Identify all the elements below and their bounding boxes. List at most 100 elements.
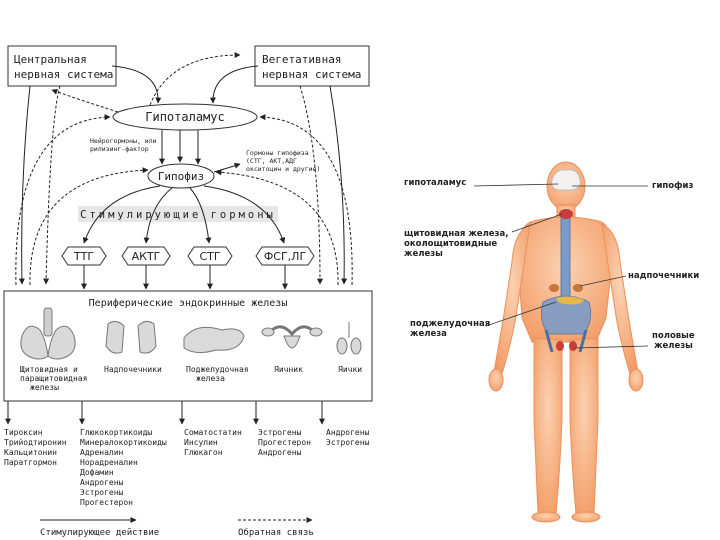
ans-line-2: нервная система xyxy=(262,68,361,81)
feedback-arc-left-2 xyxy=(15,114,111,286)
hormone-lists: ТироксинТрийодтиронинКальцитонинПаратгор… xyxy=(4,428,370,507)
label-pancreas-2: железа xyxy=(410,329,447,339)
label-pituitary: гипофиз xyxy=(652,181,693,191)
hormone-list-item: Трийодтиронин xyxy=(4,438,67,447)
legend-stim-label: Стимулирующее действие xyxy=(40,528,159,538)
hormone-list-item: Андрогены xyxy=(258,448,302,457)
hormone-box-fsg: ФСГ,ЛГ xyxy=(255,246,315,266)
gland-thyroid-1: Щитовидная и xyxy=(20,365,78,374)
testes-illustration xyxy=(336,322,362,355)
hormone-box-ttg: ТТГ xyxy=(61,246,107,266)
hormone-fsg-label: ФСГ,ЛГ xyxy=(264,250,307,263)
hormone-list-item: Эстрогены xyxy=(258,428,302,437)
ans-long-line xyxy=(329,85,348,285)
body-figure: гипоталамус гипофиз щитовидная железа, о… xyxy=(404,161,699,523)
gonad-right xyxy=(569,341,577,351)
hormone-list-item: Глюкокортикоиды xyxy=(80,428,152,437)
skeleton-hint xyxy=(540,215,592,353)
hormone-list-item: Соматостатин xyxy=(184,428,242,437)
cns-box xyxy=(7,45,117,87)
hormone-list-item: Прогестерон xyxy=(258,438,311,447)
leader-gonads xyxy=(574,345,649,349)
arrow-pit-aktg xyxy=(143,187,173,244)
hormone-list-item: Андрогены xyxy=(80,478,124,487)
hypothalamus-ellipse xyxy=(112,103,258,131)
hormone-list-item: Минералокортикоиды xyxy=(80,438,167,447)
legend-feedback-label: Обратная связь xyxy=(238,527,314,538)
adrenal-left xyxy=(549,284,559,292)
neurohormones-line-1: Нейрогормоны, или xyxy=(90,137,157,145)
label-pancreas-1: поджелудочная xyxy=(410,319,490,329)
peripheral-title: Периферические эндокринные железы xyxy=(89,297,288,309)
hormone-box-aktg: АКТГ xyxy=(121,246,171,266)
stim-hormones-bar xyxy=(78,206,278,222)
pituitary-ellipse xyxy=(147,163,215,189)
gland-pancreas-1: Поджелудочная xyxy=(186,365,249,374)
cns-line-2: нервная система xyxy=(14,68,113,81)
brain-icon xyxy=(551,169,581,191)
pit-hormones-line-1: Гормоны гипофиза xyxy=(246,149,309,157)
ans-box xyxy=(254,45,370,87)
regulation-diagram: Центральная нервная система Вегетативная… xyxy=(3,45,373,538)
hormone-list-item: Инсулин xyxy=(184,438,218,447)
thyroid-organ xyxy=(559,209,573,219)
label-gonads-2: железы xyxy=(654,341,693,351)
hormone-list-item: Эстрогены xyxy=(326,438,370,447)
gland-ovary: Яичник xyxy=(274,365,303,374)
gland-thyroid-2: паращитовидная xyxy=(20,374,87,383)
adrenal-right xyxy=(573,284,583,292)
hormone-list-item: Прогестерон xyxy=(80,498,133,507)
leader-thyroid xyxy=(511,213,563,233)
pancreas-organ xyxy=(556,296,584,305)
arrow-ans-hypothalamus xyxy=(209,65,259,104)
leader-pancreas xyxy=(485,301,557,327)
label-gonads-1: половые xyxy=(652,331,695,341)
cns-line-2nd xyxy=(43,85,61,285)
label-thyroid-1: щитовидная железа, xyxy=(404,229,508,239)
leader-adrenal xyxy=(579,275,627,287)
arrow-pit-stg xyxy=(189,187,212,244)
gonad-left xyxy=(556,341,564,351)
cns-long-line xyxy=(18,85,31,285)
arrow-pit-ttg xyxy=(82,185,161,244)
pit-hormones-line-3: окситоцин и другие) xyxy=(246,165,320,173)
adrenal-illustration xyxy=(105,320,157,354)
neurohormones-line-2: рилизинг-фактор xyxy=(90,145,149,153)
leader-hypothalamus xyxy=(473,183,559,187)
hormone-list-item: Андрогены xyxy=(326,428,370,437)
feedback-arc-left-1 xyxy=(29,167,149,286)
hormone-ttg-label: ТТГ xyxy=(73,250,94,263)
hormone-stg-label: СТГ xyxy=(199,250,220,263)
thyroid-illustration xyxy=(20,307,76,360)
feedback-hypo-cns xyxy=(51,88,119,113)
hormone-list-item: Тироксин xyxy=(4,428,43,437)
ans-line-2nd xyxy=(299,85,323,285)
gland-thyroid-3: железы xyxy=(30,383,59,392)
label-hypothalamus: гипоталамус xyxy=(404,178,466,188)
gland-testes: Яички xyxy=(338,365,362,374)
hormone-list-item: Глюкагон xyxy=(184,448,223,457)
hormone-list-item: Кальцитонин xyxy=(4,448,57,457)
arrow-pit-fsg xyxy=(203,185,286,244)
hormone-list-item: Адреналин xyxy=(80,448,124,457)
hormone-aktg-label: АКТГ xyxy=(132,250,161,263)
ans-line-1: Вегетативная xyxy=(262,53,341,66)
hormone-list-item: Норадреналин xyxy=(80,458,138,467)
label-thyroid-3: железы xyxy=(404,249,443,259)
gland-adrenal: Надпочечники xyxy=(104,365,162,374)
label-thyroid-2: околощитовидные xyxy=(404,239,497,249)
pit-hormones-line-2: (СТГ, АКТ,АДГ xyxy=(246,157,297,165)
arrow-pit-note xyxy=(213,162,241,173)
cns-line-1: Центральная xyxy=(14,53,87,66)
feedback-arc-right-2 xyxy=(259,114,353,286)
hormone-list-item: Дофамин xyxy=(80,468,114,477)
feedback-hypo-ans xyxy=(149,52,241,106)
hormone-box-stg: СТГ xyxy=(187,246,233,266)
pituitary-label: Гипофиз xyxy=(158,170,204,183)
stim-hormones-label: Стимулирующие гормоны xyxy=(80,209,276,221)
hypothalamus-label: Гипоталамус xyxy=(145,110,224,124)
ovary-illustration xyxy=(261,325,323,349)
label-adrenal: надпочечники xyxy=(628,271,699,281)
hormone-list-item: Паратгормон xyxy=(4,458,57,467)
